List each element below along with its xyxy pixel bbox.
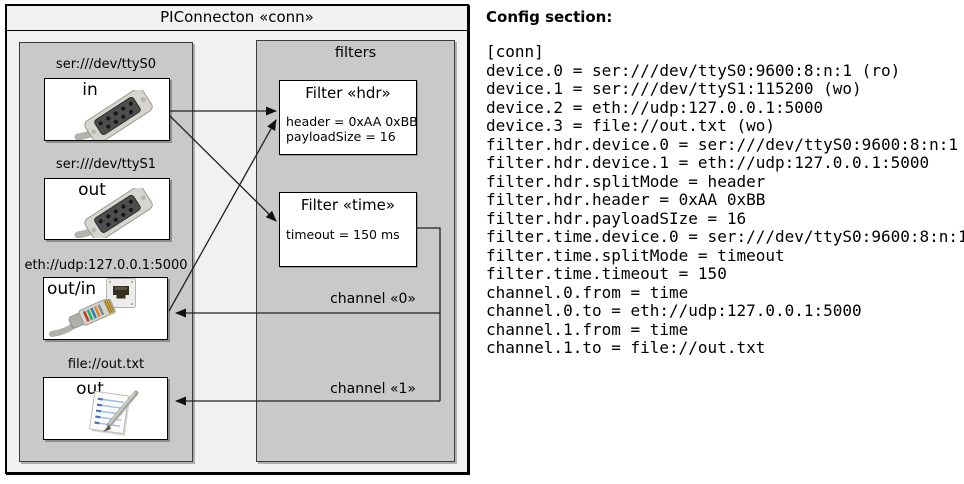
- device-port-ttys1: out: [78, 180, 106, 200]
- filter-hdr-attr-payloadsize: payloadSize = 16: [286, 129, 396, 144]
- filter-time-box: [279, 192, 417, 267]
- config-line: device.1 = ser:///dev/ttyS1:115200 (wo): [486, 79, 862, 98]
- device-uri-eth: eth://udp:127.0.0.1:5000: [24, 258, 188, 273]
- device-uri-ttys0: ser:///dev/ttyS0: [55, 57, 157, 72]
- config-line: channel.0.to = eth://udp:127.0.0.1:5000: [486, 301, 862, 320]
- config-line: channel.0.from = time: [486, 282, 689, 302]
- config-line: filter.hdr.device.1 = eth://udp:127.0.0.…: [486, 153, 930, 172]
- config-line: filter.time.timeout = 150: [486, 264, 727, 283]
- device-port-eth: out/in: [47, 279, 97, 299]
- config-line: filter.time.splitMode = timeout: [486, 245, 785, 265]
- serial-connector-image: [74, 188, 153, 238]
- filter-time-attr-timeout: timeout = 150 ms: [286, 227, 400, 242]
- config-line: filter.hdr.device.0 = ser:///dev/ttyS0:9…: [486, 134, 959, 154]
- title-separator: [7, 30, 467, 31]
- ethernet-plug-image: [49, 299, 116, 337]
- config-line: channel.1.from = time: [486, 319, 689, 339]
- serial-connector-image: [74, 90, 153, 140]
- config-line: filter.hdr.splitMode = header: [486, 171, 766, 191]
- config-line: [conn]: [486, 42, 544, 61]
- config-line: filter.hdr.header = 0xAA 0xBB: [486, 190, 766, 209]
- config-line: device.3 = file://out.txt (wo): [486, 116, 775, 135]
- channel-1-label: channel «1»: [330, 381, 416, 397]
- config-section-body: [conn] device.0 = ser:///dev/ttyS0:9600:…: [486, 42, 964, 358]
- rj45-socket-icon: [106, 278, 136, 308]
- config-line: device.2 = eth://udp:127.0.0.1:5000: [486, 97, 824, 117]
- config-line: device.0 = ser:///dev/ttyS0:9600:8:n:1 (…: [486, 60, 901, 80]
- filter-time-title: Filter «time»: [300, 196, 396, 214]
- notepad-icon: [88, 390, 139, 436]
- filter-hdr-box: [279, 80, 417, 155]
- filters-title: filters: [334, 45, 377, 61]
- channel-0-label: channel «0»: [330, 291, 416, 307]
- device-uri-ttys1: ser:///dev/ttyS1: [55, 157, 157, 172]
- device-uri-file: file://out.txt: [67, 357, 145, 372]
- device-port-ttys0: in: [82, 80, 98, 100]
- config-line: filter.time.device.0 = ser:///dev/ttyS0:…: [486, 227, 964, 246]
- filter-hdr-attr-header: header = 0xAA 0xBB: [286, 114, 418, 129]
- filter-hdr-title: Filter «hdr»: [305, 84, 391, 102]
- diagram-title: PIConnecton «conn»: [160, 8, 314, 26]
- config-line: channel.1.to = file://out.txt: [486, 338, 766, 357]
- config-line: filter.hdr.payloadSIze = 16: [486, 208, 747, 228]
- config-section-title: Config section:: [486, 8, 613, 26]
